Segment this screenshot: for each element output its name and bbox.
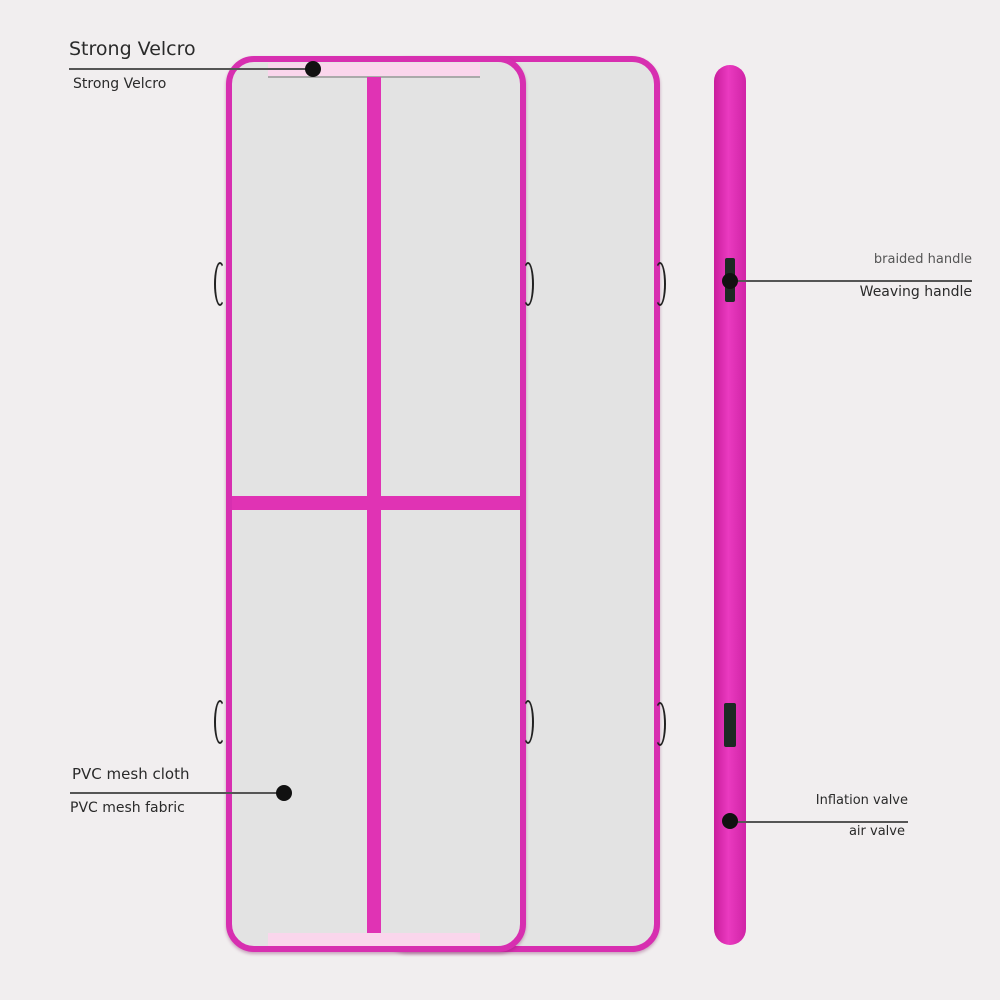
velcro-label-subtitle: Strong Velcro: [73, 76, 167, 92]
velcro-edge-line: [268, 76, 480, 78]
front-mat-handle-right-bottom-icon: [522, 700, 534, 744]
valve-label-title: Inflation valve: [815, 793, 908, 808]
back-mat-handle-top-icon: [654, 262, 666, 306]
velcro-strip-top: [268, 63, 480, 76]
handle-marker-dot: [722, 273, 738, 289]
divider-horizontal: [232, 496, 520, 510]
handle-slot-bottom-icon: [724, 703, 736, 747]
mesh-leader-line: [70, 792, 284, 794]
handle-leader-line: [730, 280, 972, 282]
handle-label-title: braided handle: [873, 252, 972, 267]
valve-label-subtitle: air valve: [848, 824, 905, 839]
mesh-label-title: PVC mesh cloth: [72, 765, 190, 783]
valve-marker-dot: [722, 813, 738, 829]
mesh-marker-dot: [276, 785, 292, 801]
handle-label-subtitle: Weaving handle: [859, 284, 972, 300]
front-mat-handle-left-top-icon: [214, 262, 226, 306]
valve-leader-line: [730, 821, 908, 823]
velcro-leader-line: [69, 68, 313, 70]
front-mat-handle-right-top-icon: [522, 262, 534, 306]
back-mat-handle-bottom-icon: [654, 702, 666, 746]
velcro-marker-dot: [305, 61, 321, 77]
mesh-label-subtitle: PVC mesh fabric: [70, 800, 185, 816]
front-mat-handle-left-bottom-icon: [214, 700, 226, 744]
velcro-strip-bottom: [268, 933, 480, 946]
velcro-label-title: Strong Velcro: [69, 38, 196, 60]
side-view-tube: [714, 65, 746, 945]
